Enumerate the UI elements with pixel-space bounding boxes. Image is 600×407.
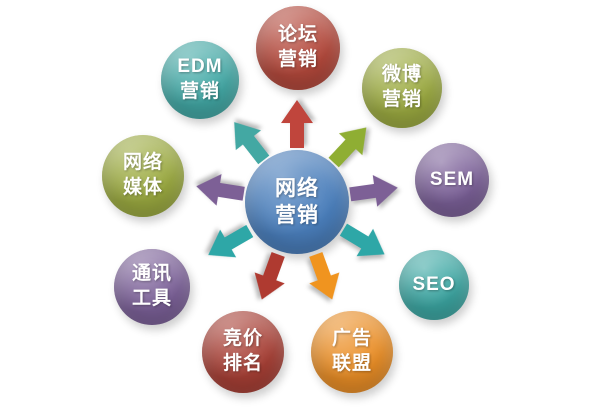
arrow-shape [200,217,258,269]
node-label: 广告 联盟 [331,328,372,374]
node-web-media: 网络 媒体 [102,135,184,217]
node-label: 论坛 营销 [277,24,318,70]
node-label: SEO [412,273,456,295]
node-sem: SEM [415,143,489,217]
center-node-label: 网络 营销 [275,176,319,227]
node-weibo-marketing: 微博 营销 [362,48,442,128]
arrow-shape [281,100,313,148]
arrow-shape [194,170,246,209]
node-label: 网络 媒体 [122,152,163,198]
arrow-to-web-media-icon [194,170,246,209]
node-network-marketing-center: 网络 营销 [245,150,349,254]
arrow-shape [301,249,347,305]
arrow-to-bidding-icon [247,249,293,305]
arrow-to-forum-icon [281,100,313,148]
node-label: 微博 营销 [381,64,422,110]
arrow-shape [247,249,293,305]
arrow-to-sem-icon [348,172,400,210]
node-bidding-ranking: 竞价 排名 [202,311,284,393]
node-edm-marketing: EDM 营销 [161,41,239,119]
arrow-shape [348,172,400,210]
node-label: 竞价 排名 [222,328,263,374]
node-label: 通讯 工具 [131,263,172,309]
node-label: EDM 营销 [177,56,223,102]
node-messaging-tools: 通讯 工具 [114,249,190,325]
node-label: SEM [429,168,475,190]
node-ad-alliance: 广告 联盟 [311,311,393,393]
arrow-to-ad-alliance-icon [301,249,347,305]
node-forum-marketing: 论坛 营销 [256,6,340,90]
arrow-to-messaging-icon [200,217,258,269]
node-seo: SEO [399,250,469,320]
